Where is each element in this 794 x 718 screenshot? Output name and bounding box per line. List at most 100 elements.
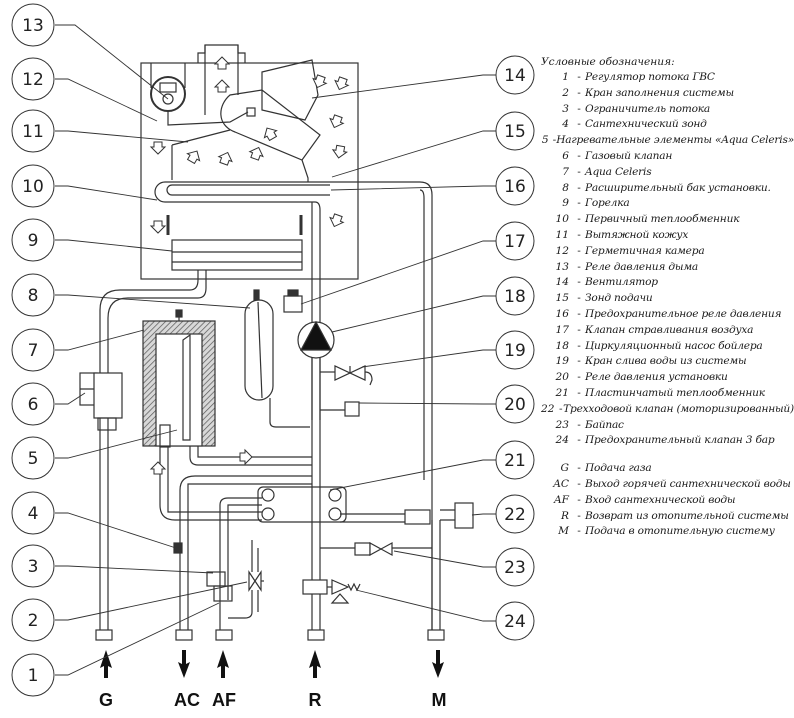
svg-text:7: 7 — [28, 341, 39, 361]
svg-text:2: 2 — [28, 611, 39, 631]
legend-dash: - — [559, 402, 563, 415]
port-arrow-af — [217, 650, 229, 678]
callout-19: 19 — [495, 330, 535, 370]
sealed-chamber — [140, 62, 359, 280]
legend-key: 3 — [562, 102, 569, 115]
legend-dash: - — [577, 323, 581, 336]
callout-22: 22 — [495, 494, 535, 534]
svg-text:3: 3 — [28, 557, 39, 577]
legend-key: 18 — [555, 339, 569, 352]
legend-description: Циркуляционный насос бойлера — [585, 339, 763, 352]
legend-key: 21 — [555, 386, 569, 399]
leader-lines — [55, 24, 496, 676]
port-arrow-ac — [178, 650, 190, 678]
legend-port-item: AF-Вход сантехнической воды — [541, 493, 794, 509]
legend-port-item: R-Возврат из отопительной системы — [541, 509, 794, 525]
legend-description: Горелка — [585, 197, 630, 210]
legend-key: 10 — [555, 213, 569, 226]
heating-return-pipe — [311, 594, 321, 630]
fill-valve — [228, 540, 264, 619]
legend-item: 4-Сантехнический зонд — [541, 117, 794, 133]
legend-dash: - — [577, 339, 581, 352]
legend-dash: - — [577, 477, 581, 490]
legend-key: G — [560, 462, 569, 475]
legend-dash: - — [577, 462, 581, 475]
legend-dash: - — [577, 355, 581, 368]
port-label-g: G — [99, 690, 113, 710]
exhaust-hood — [171, 129, 309, 182]
svg-text:16: 16 — [504, 177, 526, 197]
legend-item: 13-Реле давления дыма — [541, 260, 794, 276]
legend-key: 1 — [562, 71, 569, 83]
legend-dash: - — [577, 149, 581, 162]
legend-dash: - — [577, 307, 581, 320]
svg-text:4: 4 — [28, 504, 39, 524]
legend-description: Трехходовой клапан (моторизированный) — [563, 402, 794, 415]
legend-description: Реле давления установки — [585, 371, 728, 384]
legend-description: Кран заполнения системы — [585, 86, 734, 99]
drain-valve — [320, 365, 373, 386]
legend-dash: - — [577, 118, 581, 131]
svg-text:17: 17 — [504, 232, 526, 252]
legend-description: Нагревательные элементы «Aqua Celeris» — [556, 134, 794, 147]
callout-7: 7 — [11, 328, 55, 372]
callout-10: 10 — [11, 164, 55, 208]
callout-9: 9 — [11, 218, 55, 262]
legend-item: 17-Клапан стравливания воздуха — [541, 323, 794, 339]
svg-text:18: 18 — [504, 287, 526, 307]
system-pressure-switch — [320, 401, 360, 417]
plate-heat-exchanger — [257, 486, 347, 523]
legend-dash: - — [577, 197, 581, 210]
svg-text:23: 23 — [504, 558, 526, 578]
flue-outlet — [197, 44, 246, 63]
legend-key: 5 — [541, 134, 549, 147]
dhw-sensor — [173, 542, 183, 554]
legend-description: Подача газа — [585, 462, 652, 475]
legend-key: 14 — [555, 276, 569, 289]
legend-key: 17 — [555, 323, 569, 336]
legend-description: Вытяжной кожух — [585, 228, 689, 241]
legend-description: Газовый клапан — [585, 149, 673, 162]
legend-key: 2 — [562, 86, 569, 99]
legend-dash: - — [577, 102, 581, 115]
heating-element — [159, 424, 171, 448]
legend-item: 8-Расширительный бак установки. — [541, 181, 794, 197]
legend-description: Клапан стравливания воздуха — [585, 323, 754, 336]
legend-item: 19-Кран слива воды из системы — [541, 354, 794, 370]
three-way-valve — [404, 502, 474, 529]
svg-text:11: 11 — [22, 122, 44, 142]
callout-5: 5 — [11, 436, 55, 480]
legend-item: 9-Горелка — [541, 196, 794, 212]
legend-description: Пластинчатый теплообменник — [585, 386, 765, 399]
legend-key: 13 — [555, 260, 569, 273]
legend-port-item: AC-Выход горячей сантехнической воды — [541, 477, 794, 493]
legend-dash: - — [577, 292, 581, 305]
legend-item: 1-Регулятор потока ГВС — [541, 70, 794, 86]
port-arrow-r — [309, 650, 321, 678]
svg-text:8: 8 — [28, 286, 39, 306]
legend-description: Ограничитель потока — [585, 102, 711, 115]
callout-18: 18 — [495, 276, 535, 316]
callout-2: 2 — [11, 598, 55, 642]
legend-spacer — [541, 449, 794, 461]
legend-description: Вход сантехнической воды — [585, 493, 736, 506]
flow-limiter — [206, 571, 233, 602]
gas-valve — [79, 372, 123, 431]
legend-dash: - — [577, 181, 581, 194]
legend-item: 6-Газовый клапан — [541, 149, 794, 165]
legend-description: Выход горячей сантехнической воды — [585, 477, 791, 490]
bypass-valve — [320, 541, 432, 557]
legend-dash: - — [577, 371, 581, 384]
svg-text:20: 20 — [504, 395, 526, 415]
expansion-tank — [244, 289, 310, 428]
legend-item: 21-Пластинчатый теплообменник — [541, 386, 794, 402]
legend-key: 15 — [555, 292, 569, 305]
legend-key: AC — [553, 477, 569, 490]
heating-supply-pipe — [419, 181, 433, 630]
callout-14: 14 — [495, 55, 535, 95]
legend-key: 24 — [555, 434, 569, 447]
legend-dash: - — [552, 134, 557, 147]
